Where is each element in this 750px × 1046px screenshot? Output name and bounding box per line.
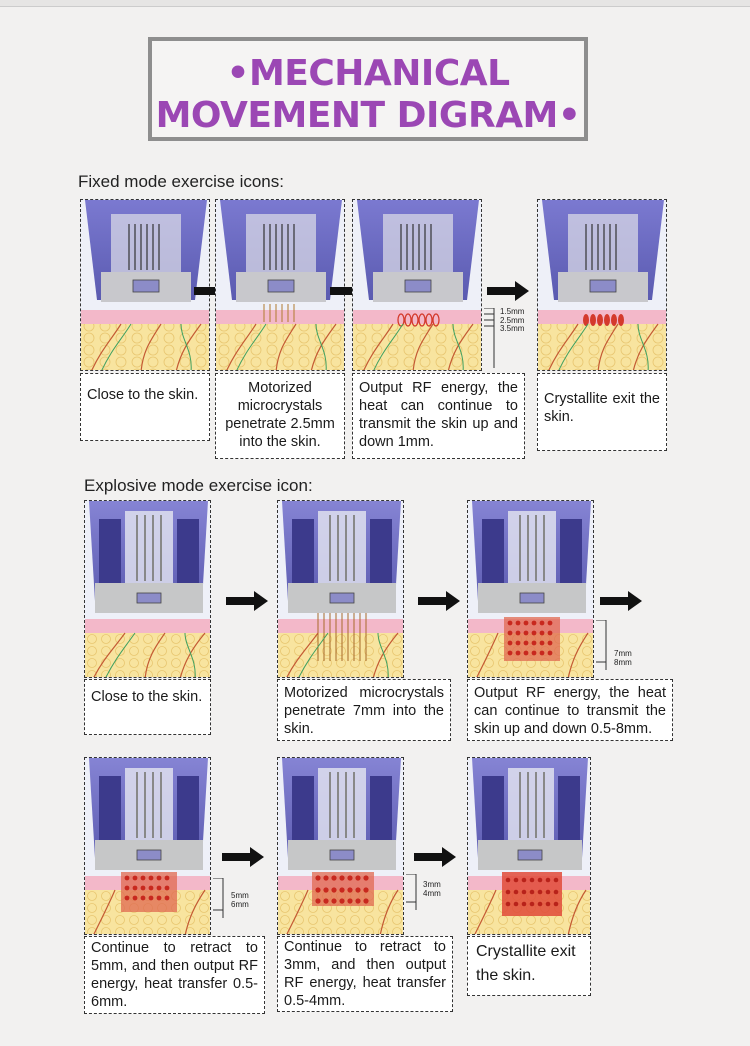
arrow-right-icon (226, 591, 268, 611)
explosive-step-4-caption: Continue to retract to 5mm, and then out… (84, 936, 265, 1014)
explosive-step-3-illustration (467, 500, 594, 678)
depth-labels: 5mm 6mm (231, 891, 249, 909)
fixed-step-3-caption: Output RF energy, the heat can continue … (352, 373, 525, 459)
top-border (0, 0, 750, 7)
arrow-right-icon (600, 591, 642, 611)
fixed-step-4-caption: Crystallite exit the skin. (537, 373, 667, 451)
explosive-step-4-illustration (84, 757, 211, 935)
explosive-step-2-illustration (277, 500, 404, 678)
explosive-step-1-illustration (84, 500, 211, 678)
depth-labels: 3mm 4mm (423, 880, 441, 898)
arrow-right-icon (414, 847, 456, 867)
depth-label: 5mm (231, 891, 249, 900)
depth-label: 2.5mm (500, 315, 525, 325)
fixed-step-2-caption: Motorized microcrystals penetrate 2.5mm … (215, 373, 345, 459)
explosive-step-6-illustration (467, 757, 591, 935)
depth-labels: 7mm 8mm (614, 649, 632, 667)
depth-label: 3.5mm (500, 324, 525, 333)
explosive-step-6-caption: Crystallite exit the skin. (467, 936, 591, 996)
depth-label: 8mm (614, 657, 632, 667)
explosive-mode-label: Explosive mode exercise icon: (84, 476, 313, 495)
arrow-right-icon (487, 281, 529, 301)
fixed-step-1-caption: Close to the skin. (80, 373, 210, 441)
fixed-step-3-illustration (352, 199, 482, 371)
depth-bracket (484, 308, 495, 368)
depth-label: 1.5mm (500, 307, 525, 316)
fixed-step-1-illustration (80, 199, 210, 371)
depth-label: 6mm (231, 899, 249, 909)
arrow-right-icon (222, 847, 264, 867)
title-line-1: •MECHANICAL (226, 53, 510, 94)
explosive-step-2-caption: Motorized microcrystals penetrate 7mm in… (277, 679, 451, 741)
fixed-step-4-illustration (537, 199, 667, 371)
fixed-mode-label: Fixed mode exercise icons: (78, 172, 284, 191)
explosive-step-1-caption: Close to the skin. (84, 679, 211, 735)
depth-bracket (213, 878, 224, 918)
fixed-step-2-illustration (215, 199, 345, 371)
explosive-step-3-caption: Output RF energy, the heat can continue … (467, 679, 673, 741)
depth-bracket (596, 620, 607, 670)
depth-label: 7mm (614, 649, 632, 658)
explosive-step-5-caption: Continue to retract to 3mm, and then out… (277, 936, 453, 1012)
arrow-right-icon (418, 591, 460, 611)
depth-labels: 1.5mm 2.5mm 3.5mm (500, 307, 525, 334)
depth-bracket (406, 874, 417, 910)
depth-label: 4mm (423, 888, 441, 898)
title-line-2: MOVEMENT DIGRAM• (155, 95, 581, 136)
depth-label: 3mm (423, 880, 441, 889)
title-box: •MECHANICAL MOVEMENT DIGRAM• (148, 37, 588, 141)
explosive-step-5-illustration (277, 757, 404, 935)
